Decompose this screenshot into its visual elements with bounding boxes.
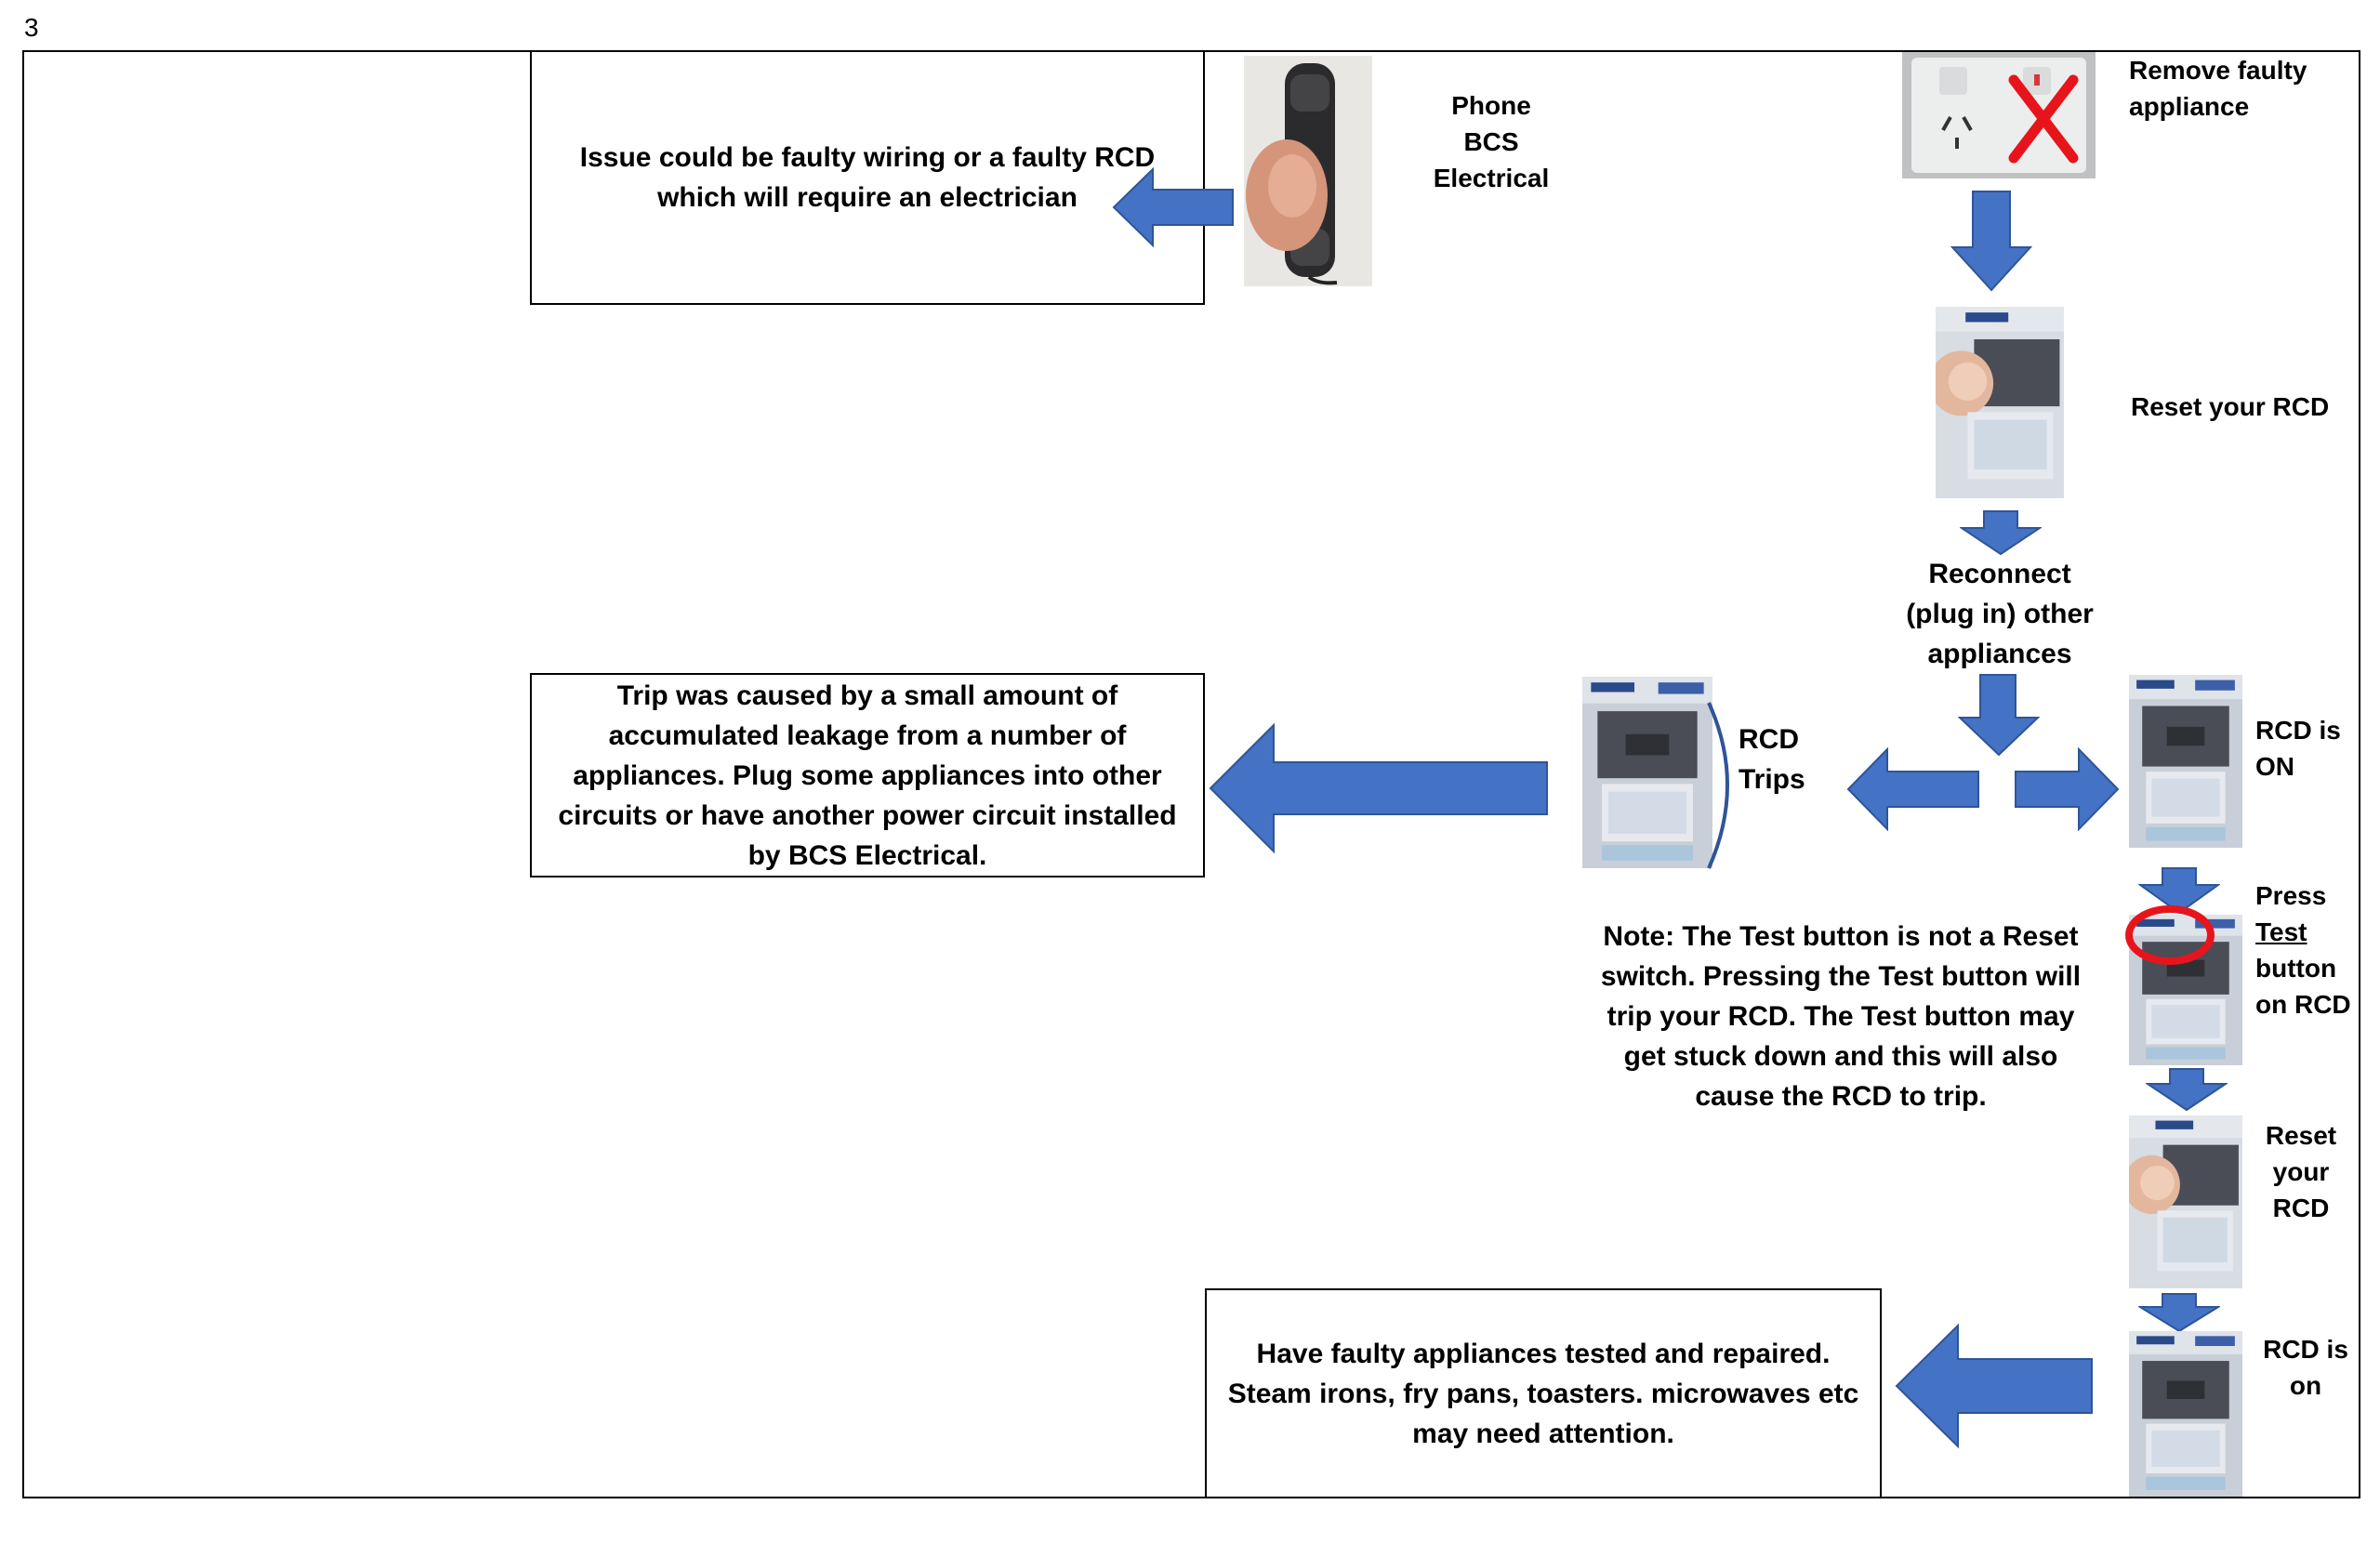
rcd-switch-icon (2129, 675, 2242, 848)
power-outlet-icon (1902, 52, 2096, 178)
arrow-left-icon (1846, 747, 1979, 831)
rcd-switch-icon (1936, 307, 2064, 498)
rcd-is-on-label: RCD is ON (2255, 716, 2341, 781)
page-number: 3 (24, 13, 39, 42)
phone-label: Phone BCS Electrical (1433, 91, 1550, 192)
arrow-down-icon (2138, 867, 2220, 915)
press-test-label: Press Test button on RCD (2255, 881, 2351, 1019)
arrow-down-icon (1960, 510, 2042, 556)
rcd-is-on-label-2: RCD is on (2263, 1335, 2348, 1400)
reset-rcd-label-2: Reset your RCD (2265, 1121, 2337, 1222)
test-button-highlight-icon (2125, 905, 2215, 965)
electrician-box: Issue could be faulty wiring or a faulty… (530, 50, 1205, 305)
reconnect-label: Reconnect (plug in) other appliances (1906, 559, 2094, 669)
leakage-box: Trip was caused by a small amount of acc… (530, 673, 1205, 878)
reset-rcd-label: Reset your RCD (2131, 392, 2330, 421)
test-button-note: Note: The Test button is not a Reset swi… (1600, 921, 2082, 1112)
rcd-switch-icon (1582, 677, 1712, 868)
arrow-down-icon (1958, 674, 2040, 757)
arrow-left-icon (1209, 722, 1548, 854)
arrow-down-icon (1950, 191, 2032, 292)
arrow-left-icon (1895, 1323, 2093, 1449)
cross-icon (2008, 74, 2079, 164)
rcd-trips-label: RCD Trips (1739, 724, 1805, 795)
trip-curve-icon (1707, 702, 1729, 869)
rcd-switch-icon (2129, 1115, 2242, 1288)
remove-faulty-label: Remove faulty appliance (2129, 56, 2307, 121)
faulty-appliances-box: Have faulty appliances tested and repair… (1205, 1288, 1882, 1498)
phone-handset-icon (1244, 56, 1372, 286)
arrow-left-icon (1112, 167, 1234, 247)
arrow-right-icon (2015, 747, 2120, 831)
rcd-switch-icon (2129, 1331, 2242, 1497)
arrow-down-icon (2138, 1293, 2220, 1333)
arrow-down-icon (2146, 1068, 2228, 1112)
